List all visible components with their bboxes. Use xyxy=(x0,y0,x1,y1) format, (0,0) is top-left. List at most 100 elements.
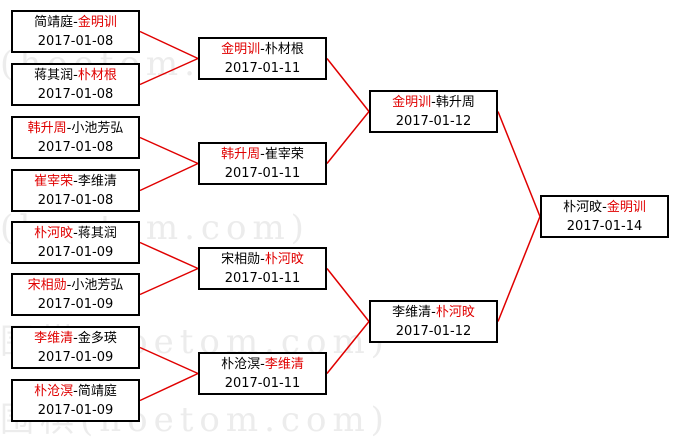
player-name: 简靖庭 xyxy=(77,384,117,399)
separator: - xyxy=(73,174,78,189)
player-name: 朴河旼 xyxy=(563,200,603,215)
match-players: 李维清-金多瑛 xyxy=(13,329,138,348)
separator: - xyxy=(73,226,78,241)
round1-match-box: 李维清-金多瑛 2017-01-09 xyxy=(11,326,140,369)
match-date: 2017-01-11 xyxy=(224,61,301,76)
separator: - xyxy=(431,95,436,110)
match-players: 朴沧溟-简靖庭 xyxy=(13,382,138,401)
match-players: 蒋其润-朴材根 xyxy=(13,66,138,85)
match-players: 宋相勋-朴河旼 xyxy=(200,250,325,269)
winner-name: 宋相勋 xyxy=(27,278,67,293)
player-name: 蒋其润 xyxy=(77,226,117,241)
round1-match-box: 蒋其润-朴材根 2017-01-08 xyxy=(11,63,140,106)
player-name: 小池芳弘 xyxy=(71,278,124,293)
match-date: 2017-01-08 xyxy=(37,87,114,102)
player-name: 韩升周 xyxy=(435,95,475,110)
match-date: 2017-01-09 xyxy=(37,245,114,260)
player-name: 蒋其润 xyxy=(34,68,74,83)
player-name: 朴材根 xyxy=(264,42,304,57)
connector-line xyxy=(139,57,199,86)
player-name: 李维清 xyxy=(77,174,117,189)
match-date: 2017-01-09 xyxy=(37,297,114,312)
match-date: 2017-01-09 xyxy=(37,403,114,418)
player-name: 朴沧溟 xyxy=(221,357,261,372)
match-date: 2017-01-08 xyxy=(37,34,114,49)
player-name: 简靖庭 xyxy=(34,15,74,30)
connector-line xyxy=(139,136,199,165)
match-date: 2017-01-08 xyxy=(37,140,114,155)
separator: - xyxy=(66,278,72,293)
match-date: 2017-01-11 xyxy=(224,271,301,286)
round1-match-box: 宋相勋-小池芳弘 2017-01-09 xyxy=(11,273,140,316)
winner-name: 李维清 xyxy=(34,331,74,346)
separator: - xyxy=(260,42,265,57)
separator: - xyxy=(73,384,78,399)
winner-name: 韩升周 xyxy=(221,147,261,162)
connector-line xyxy=(326,268,370,322)
winner-name: 崔宰荣 xyxy=(34,174,74,189)
winner-name: 李维清 xyxy=(264,357,304,372)
match-players: 简靖庭-金明训 xyxy=(13,13,138,32)
connector-line xyxy=(139,346,199,375)
separator: - xyxy=(66,121,72,136)
winner-name: 韩升周 xyxy=(27,121,67,136)
winner-name: 金明训 xyxy=(221,42,261,57)
round2-match-box: 韩升周-崔宰荣 2017-01-11 xyxy=(198,142,327,185)
player-name: 宋相勋 xyxy=(221,252,261,267)
connector-line xyxy=(497,216,541,322)
separator: - xyxy=(73,15,78,30)
player-name: 小池芳弘 xyxy=(71,121,124,136)
connector-line xyxy=(497,111,541,217)
match-date: 2017-01-11 xyxy=(224,376,301,391)
separator: - xyxy=(260,252,265,267)
separator: - xyxy=(260,357,265,372)
winner-name: 朴沧溟 xyxy=(34,384,74,399)
final-match-box: 朴河旼-金明训 2017-01-14 xyxy=(540,195,669,238)
match-players: 崔宰荣-李维清 xyxy=(13,172,138,191)
player-name: 李维清 xyxy=(392,305,432,320)
round1-match-box: 朴河旼-蒋其润 2017-01-09 xyxy=(11,221,140,264)
separator: - xyxy=(431,305,436,320)
winner-name: 朴材根 xyxy=(77,68,117,83)
round2-match-box: 金明训-朴材根 2017-01-11 xyxy=(198,37,327,80)
winner-name: 朴河旼 xyxy=(34,226,74,241)
round2-match-box: 宋相勋-朴河旼 2017-01-11 xyxy=(198,247,327,290)
match-date: 2017-01-11 xyxy=(224,166,301,181)
match-players: 朴沧溟-李维清 xyxy=(200,355,325,374)
match-players: 韩升周-崔宰荣 xyxy=(200,145,325,164)
bracket-lines xyxy=(139,30,541,402)
winner-name: 金明训 xyxy=(392,95,432,110)
round1-match-box: 韩升周-小池芳弘 2017-01-08 xyxy=(11,116,140,159)
winner-name: 朴河旼 xyxy=(435,305,475,320)
match-players: 朴河旼-金明训 xyxy=(542,198,667,217)
match-players: 金明训-朴材根 xyxy=(200,40,325,59)
separator: - xyxy=(260,147,265,162)
match-players: 朴河旼-蒋其润 xyxy=(13,224,138,243)
match-players: 金明训-韩升周 xyxy=(371,93,496,112)
round2-match-box: 朴沧溟-李维清 2017-01-11 xyxy=(198,352,327,395)
winner-name: 金明训 xyxy=(606,200,646,215)
round1-match-box: 朴沧溟-简靖庭 2017-01-09 xyxy=(11,379,140,422)
separator: - xyxy=(73,68,78,83)
match-players: 韩升周-小池芳弘 xyxy=(13,119,138,138)
separator: - xyxy=(73,331,78,346)
round3-match-box: 李维清-朴河旼 2017-01-12 xyxy=(369,300,498,343)
match-date: 2017-01-12 xyxy=(395,114,472,129)
match-date: 2017-01-14 xyxy=(566,219,643,234)
player-name: 崔宰荣 xyxy=(264,147,304,162)
round3-match-box: 金明训-韩升周 2017-01-12 xyxy=(369,90,498,133)
match-date: 2017-01-09 xyxy=(37,350,114,365)
connector-line xyxy=(139,267,199,296)
connector-line xyxy=(139,372,199,402)
round1-match-box: 简靖庭-金明训 2017-01-08 xyxy=(11,10,140,53)
connector-line xyxy=(326,321,370,374)
player-name: 金多瑛 xyxy=(77,331,117,346)
match-date: 2017-01-12 xyxy=(395,324,472,339)
match-players: 宋相勋-小池芳弘 xyxy=(13,276,138,295)
connector-line xyxy=(139,162,199,192)
connector-line xyxy=(326,58,370,112)
connector-line xyxy=(139,30,199,60)
match-players: 李维清-朴河旼 xyxy=(371,303,496,322)
connector-line xyxy=(139,241,199,270)
